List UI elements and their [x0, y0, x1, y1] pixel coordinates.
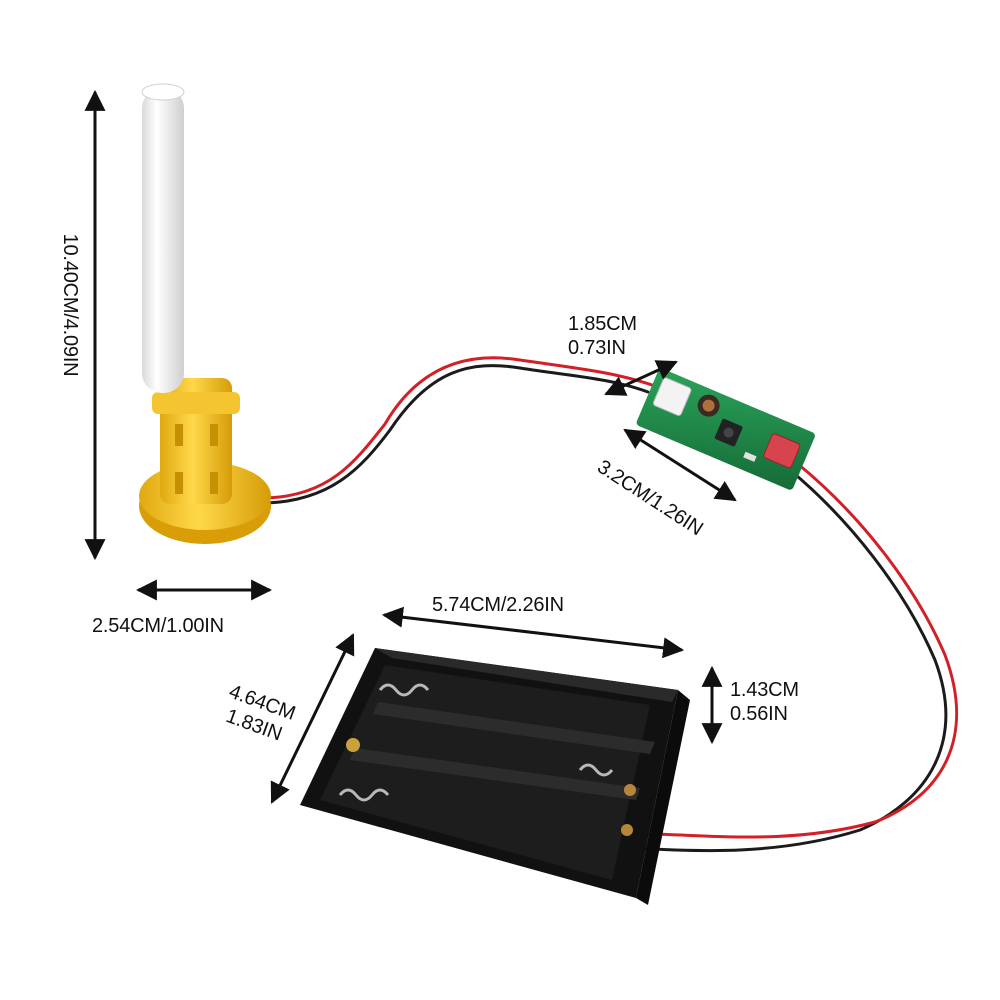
dimension-lines [84, 89, 737, 804]
control-board [636, 368, 815, 490]
wire-wand-to-board [266, 356, 657, 505]
bubble-wand [139, 83, 271, 544]
box-height-label: 1.43CM 0.56IN [730, 679, 799, 725]
arrow-box-width [270, 633, 355, 804]
battery-holder [300, 648, 690, 905]
wand-base-width-label: 2.54CM/1.00IN [92, 615, 224, 637]
arrow-board-length [623, 428, 737, 502]
box-length-label: 5.74CM/2.26IN [432, 594, 564, 616]
wand-height-label: 10.40CM/4.09IN [59, 233, 81, 377]
arrow-board-width [604, 360, 678, 396]
arrow-box-length [381, 606, 685, 659]
board-width-label: 1.85CM 0.73IN [568, 313, 637, 359]
wire-board-to-battery [634, 462, 959, 853]
